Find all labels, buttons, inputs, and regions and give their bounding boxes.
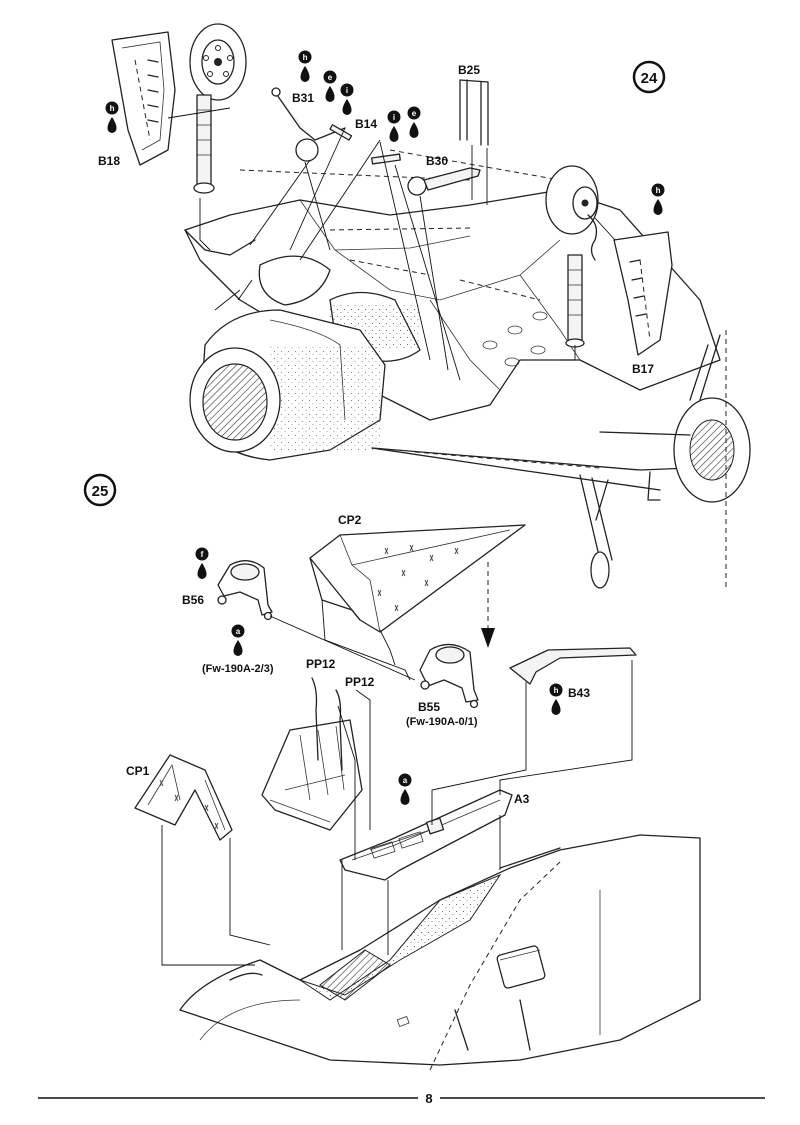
label-b17: B17: [632, 362, 654, 376]
part-cp1: [134, 754, 233, 841]
paint-drop-icon-b31: h: [298, 50, 312, 82]
label-pp12-b: PP12: [345, 675, 375, 689]
svg-text:i: i: [393, 113, 395, 122]
step-24-group: [111, 23, 751, 590]
svg-text:h: h: [303, 53, 308, 62]
right-wheel-assembly: [545, 165, 599, 348]
engine-cowling: [184, 229, 386, 461]
label-pp12-a: PP12: [306, 657, 336, 671]
svg-text:a: a: [403, 776, 408, 785]
label-b55: B55: [418, 700, 440, 714]
svg-text:f: f: [201, 550, 204, 559]
label-b25: B25: [458, 63, 480, 77]
svg-text:a: a: [236, 627, 241, 636]
paint-drop-icon-b56: f: [195, 547, 209, 579]
step-24-badge: 24: [632, 60, 666, 94]
paint-drop-icon-b18: h: [105, 101, 119, 133]
label-fw-a01: (Fw-190A-0/1): [406, 716, 478, 728]
wheel-well-left: [258, 255, 331, 306]
paint-drop-icon-b17: h: [651, 183, 665, 215]
svg-text:e: e: [412, 109, 417, 118]
left-wheel-assembly: [189, 23, 247, 194]
fuselage-cockpit: [179, 834, 701, 1071]
label-b14: B14: [355, 117, 377, 131]
paint-drop-icon-b14-e: e: [323, 70, 337, 102]
paint-drop-icon-b43: h: [549, 683, 563, 715]
paint-drop-icon-b14-i: i: [340, 83, 354, 115]
step-number-25: 25: [92, 483, 109, 500]
paint-drop-icon-a3: a: [398, 773, 412, 805]
paint-drop-icon-fw-a23: a: [231, 624, 245, 656]
step-24-leaders: [167, 107, 616, 381]
svg-text:i: i: [346, 86, 348, 95]
label-cp1: CP1: [126, 764, 150, 778]
page-number: 8: [425, 1091, 432, 1106]
step-25-leaders: [161, 599, 633, 966]
part-seat: [261, 677, 363, 831]
side-view-inset: [371, 330, 751, 590]
part-b14: [329, 124, 401, 165]
part-b25: [459, 79, 489, 146]
part-a3: [339, 789, 513, 881]
step-25-group: [134, 524, 701, 1071]
part-b43: [509, 647, 637, 685]
gear-door-b17: [613, 231, 673, 356]
label-fw-a23: (Fw-190A-2/3): [202, 663, 274, 675]
color-code-droplets: h h e i i e h f: [105, 50, 665, 805]
label-cp2: CP2: [338, 513, 362, 527]
part-b56: [217, 560, 273, 621]
svg-text:h: h: [554, 686, 559, 695]
svg-text:h: h: [656, 186, 661, 195]
part-cp2: [309, 524, 526, 648]
paint-drop-icon-b30-e: e: [407, 106, 421, 138]
part-labels: B18 B31 B14 B25 B30 B17 CP2 B56 (Fw-190A…: [98, 63, 654, 806]
svg-text:e: e: [328, 73, 333, 82]
part-b31: [271, 87, 346, 162]
label-b30: B30: [426, 154, 448, 168]
label-b31: B31: [292, 91, 314, 105]
label-b56: B56: [182, 593, 204, 607]
page-footer: 8: [38, 1091, 765, 1106]
paint-drop-icon-b30-i: i: [387, 110, 401, 142]
label-b43: B43: [568, 686, 590, 700]
gear-door-b18: [111, 31, 176, 166]
label-a3: A3: [514, 792, 530, 806]
part-b55: [419, 643, 479, 709]
step-25-badge: 25: [83, 473, 117, 507]
step-number-24: 24: [641, 70, 658, 87]
svg-text:h: h: [110, 104, 115, 113]
part-b30: [407, 167, 481, 196]
down-arrow-icon: [481, 628, 495, 648]
label-b18: B18: [98, 154, 120, 168]
